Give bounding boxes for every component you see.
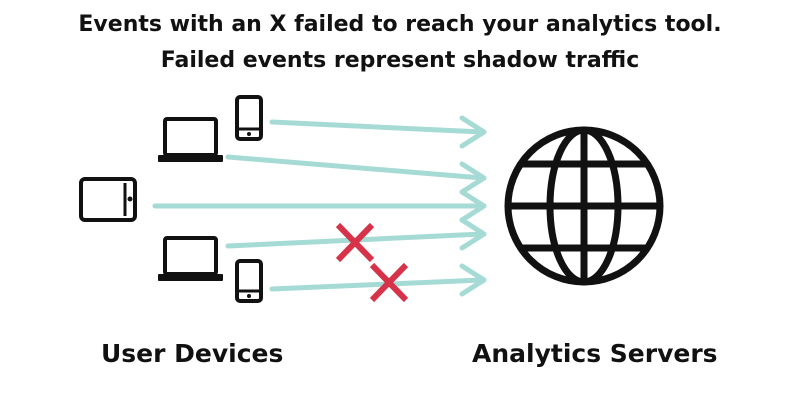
event-arrow-phone-bottom [269,263,487,297]
failed-event-x-icon [335,222,375,263]
laptop-icon [158,236,223,281]
globe-icon [504,126,664,286]
title-line-2: Failed events represent shadow traffic [160,48,640,73]
phone-icon [235,259,263,303]
phone-icon [235,95,263,141]
event-arrow-laptop-top [225,154,487,195]
tablet-icon [79,177,137,222]
laptop-icon [158,117,223,162]
event-arrow-tablet [152,189,487,223]
title-line-1: Events with an X failed to reach your an… [78,12,722,37]
user-devices-label: User Devices [101,339,284,368]
analytics-servers-label: Analytics Servers [472,339,718,368]
failed-event-x-icon [369,262,409,303]
event-arrow-phone-top [269,115,487,149]
